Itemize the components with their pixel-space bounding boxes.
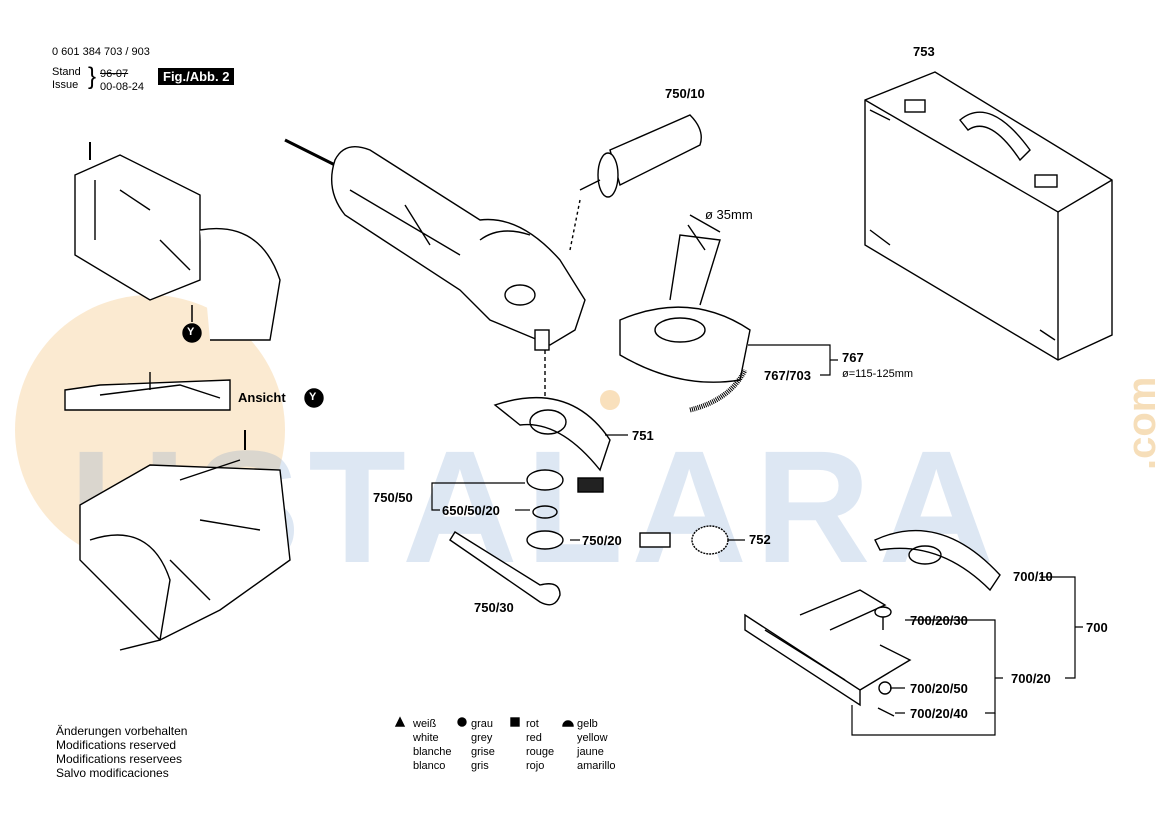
part-767: 767 bbox=[842, 350, 864, 365]
side-handle-drawing bbox=[579, 114, 702, 198]
part-750-30: 750/30 bbox=[474, 600, 514, 615]
part-750-50: 750/50 bbox=[373, 490, 413, 505]
circle-icon bbox=[457, 717, 467, 727]
inset-detail-bottom bbox=[79, 430, 291, 651]
half-circle-icon bbox=[562, 720, 574, 727]
marker-y-ansicht bbox=[304, 388, 324, 408]
doc-number: 0 601 384 703 / 903 bbox=[52, 46, 150, 58]
extraction-hood-drawing bbox=[619, 214, 751, 413]
part-753: 753 bbox=[913, 44, 935, 59]
part-750-20: 750/20 bbox=[582, 533, 622, 548]
flange-750-50 bbox=[526, 469, 564, 491]
diameter-range: ø=115-125mm bbox=[842, 368, 914, 380]
part-700-20: 700/20 bbox=[1011, 671, 1051, 686]
marker-y-top bbox=[182, 323, 202, 343]
leader-lines bbox=[431, 344, 1083, 736]
angle-grinder-drawing bbox=[284, 138, 586, 410]
guide-attachment-drawing bbox=[744, 529, 1001, 717]
part-700-20-50: 700/20/50 bbox=[910, 681, 968, 696]
ansicht-label: Ansicht bbox=[238, 390, 286, 405]
spanner-drawing bbox=[449, 531, 561, 606]
part-751: 751 bbox=[632, 428, 654, 443]
y-marker-ansicht: Y bbox=[309, 391, 317, 403]
note-line: Modifications reserved bbox=[56, 738, 177, 752]
y-marker-top: Y bbox=[187, 326, 195, 338]
brace: } bbox=[88, 63, 97, 90]
part-750-10: 750/10 bbox=[665, 86, 705, 101]
guard-drawing bbox=[493, 397, 611, 472]
date-old: 96-07 bbox=[100, 68, 129, 80]
note-line: Änderungen vorbehalten bbox=[56, 724, 188, 738]
dia-35mm: ø 35mm bbox=[705, 207, 753, 222]
part-700-20-40: 700/20/40 bbox=[910, 706, 968, 721]
notes-block: Änderungen vorbehalten Modifications res… bbox=[56, 724, 187, 780]
part-752: 752 bbox=[749, 532, 771, 547]
flange-750-20 bbox=[526, 530, 564, 550]
part-767-703: 767/703 bbox=[764, 368, 811, 383]
figure-label: Fig./Abb. 2 bbox=[158, 68, 235, 85]
issue-label: Issue bbox=[52, 79, 79, 91]
clamping-nut-drawing bbox=[691, 525, 729, 555]
part-700-10: 700/10 bbox=[1013, 569, 1053, 584]
date-new: 00-08-24 bbox=[100, 81, 145, 93]
part-700: 700 bbox=[1086, 620, 1108, 635]
triangle-icon bbox=[394, 716, 406, 727]
square-icon bbox=[510, 717, 520, 727]
note-line: Salvo modificaciones bbox=[56, 766, 169, 780]
ring-650-50-20 bbox=[532, 505, 558, 519]
part-650-50-20: 650/50/20 bbox=[442, 503, 500, 518]
stand-label: Stand bbox=[52, 66, 81, 78]
inset-detail-ansicht bbox=[64, 372, 231, 411]
carrying-case-drawing bbox=[864, 71, 1113, 361]
note-line: Modifications reservees bbox=[56, 752, 183, 766]
part-700-20-30: 700/20/30 bbox=[910, 613, 968, 628]
inset-detail-top bbox=[74, 142, 281, 341]
